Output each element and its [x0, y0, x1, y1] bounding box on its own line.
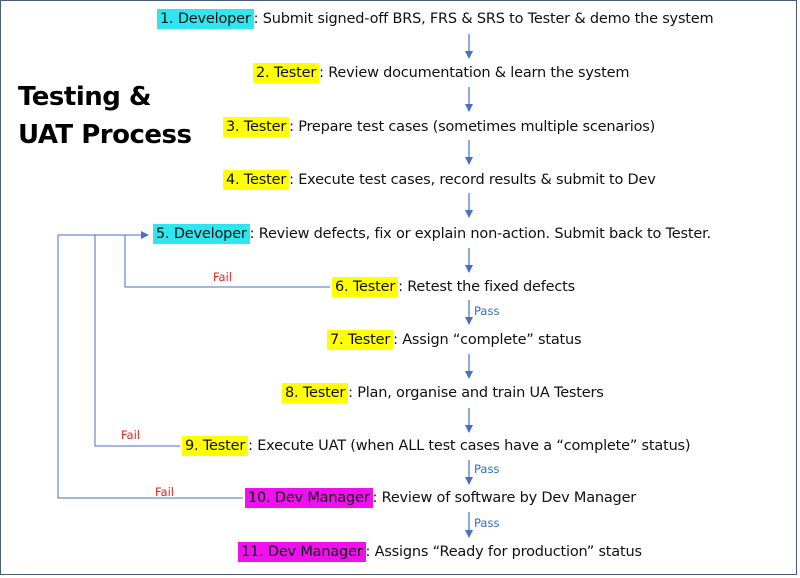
- step-2-text: : Review documentation & learn the syste…: [319, 65, 630, 81]
- step-8: 8. Tester: Plan, organise and train UA T…: [282, 381, 604, 405]
- step-5-text: : Review defects, fix or explain non-act…: [249, 226, 712, 242]
- step-7: 7. Tester: Assign “complete” status: [327, 328, 582, 352]
- step-11-role: 11. Dev Manager: [238, 542, 366, 562]
- step-5: 5. Developer: Review defects, fix or exp…: [153, 222, 711, 246]
- fail-label-step6: Fail: [213, 270, 232, 284]
- step-3-text: : Prepare test cases (sometimes multiple…: [289, 119, 656, 135]
- step-6-role: 6. Tester: [332, 277, 399, 297]
- step-10: 10. Dev Manager: Review of software by D…: [245, 486, 636, 510]
- title-line-1: Testing &: [18, 82, 152, 112]
- step-9-text: : Execute UAT (when ALL test cases have …: [248, 438, 691, 454]
- step-6-text: : Retest the fixed defects: [398, 279, 575, 295]
- fail-loop-step10: [57, 235, 243, 499]
- step-9-role: 9. Tester: [182, 436, 249, 456]
- pass-label-6-7: Pass: [474, 304, 500, 318]
- pass-label-9-10: Pass: [474, 462, 500, 476]
- step-11-text: : Assigns “Ready for production” status: [365, 544, 642, 560]
- step-8-text: : Plan, organise and train UA Testers: [348, 385, 604, 401]
- step-7-text: : Assign “complete” status: [393, 332, 582, 348]
- step-7-role: 7. Tester: [327, 330, 394, 350]
- fail-loop-step6: [124, 235, 330, 288]
- step-1: 1. Developer: Submit signed-off BRS, FRS…: [157, 7, 714, 31]
- title-line-2: UAT Process: [18, 120, 192, 150]
- fail-label-step9: Fail: [121, 428, 140, 442]
- fail-label-step10: Fail: [155, 485, 174, 499]
- fail-loop-step9: [94, 235, 180, 447]
- diagram-title: Testing & UAT Process: [18, 78, 192, 154]
- step-4: 4. Tester: Execute test cases, record re…: [223, 168, 656, 192]
- step-1-role: 1. Developer: [157, 9, 254, 29]
- step-6: 6. Tester: Retest the fixed defects: [332, 275, 575, 299]
- step-1-text: : Submit signed-off BRS, FRS & SRS to Te…: [253, 11, 714, 27]
- step-4-role: 4. Tester: [223, 170, 290, 190]
- step-3: 3. Tester: Prepare test cases (sometimes…: [223, 115, 655, 139]
- step-10-role: 10. Dev Manager: [245, 488, 373, 508]
- step-5-role: 5. Developer: [153, 224, 250, 244]
- step-2: 2. Tester: Review documentation & learn …: [253, 61, 629, 85]
- step-8-role: 8. Tester: [282, 383, 349, 403]
- step-4-text: : Execute test cases, record results & s…: [289, 172, 656, 188]
- step-9: 9. Tester: Execute UAT (when ALL test ca…: [182, 434, 691, 458]
- step-10-text: : Review of software by Dev Manager: [372, 490, 637, 506]
- step-2-role: 2. Tester: [253, 63, 320, 83]
- step-11: 11. Dev Manager: Assigns “Ready for prod…: [238, 540, 642, 564]
- pass-label-10-11: Pass: [474, 516, 500, 530]
- step-3-role: 3. Tester: [223, 117, 290, 137]
